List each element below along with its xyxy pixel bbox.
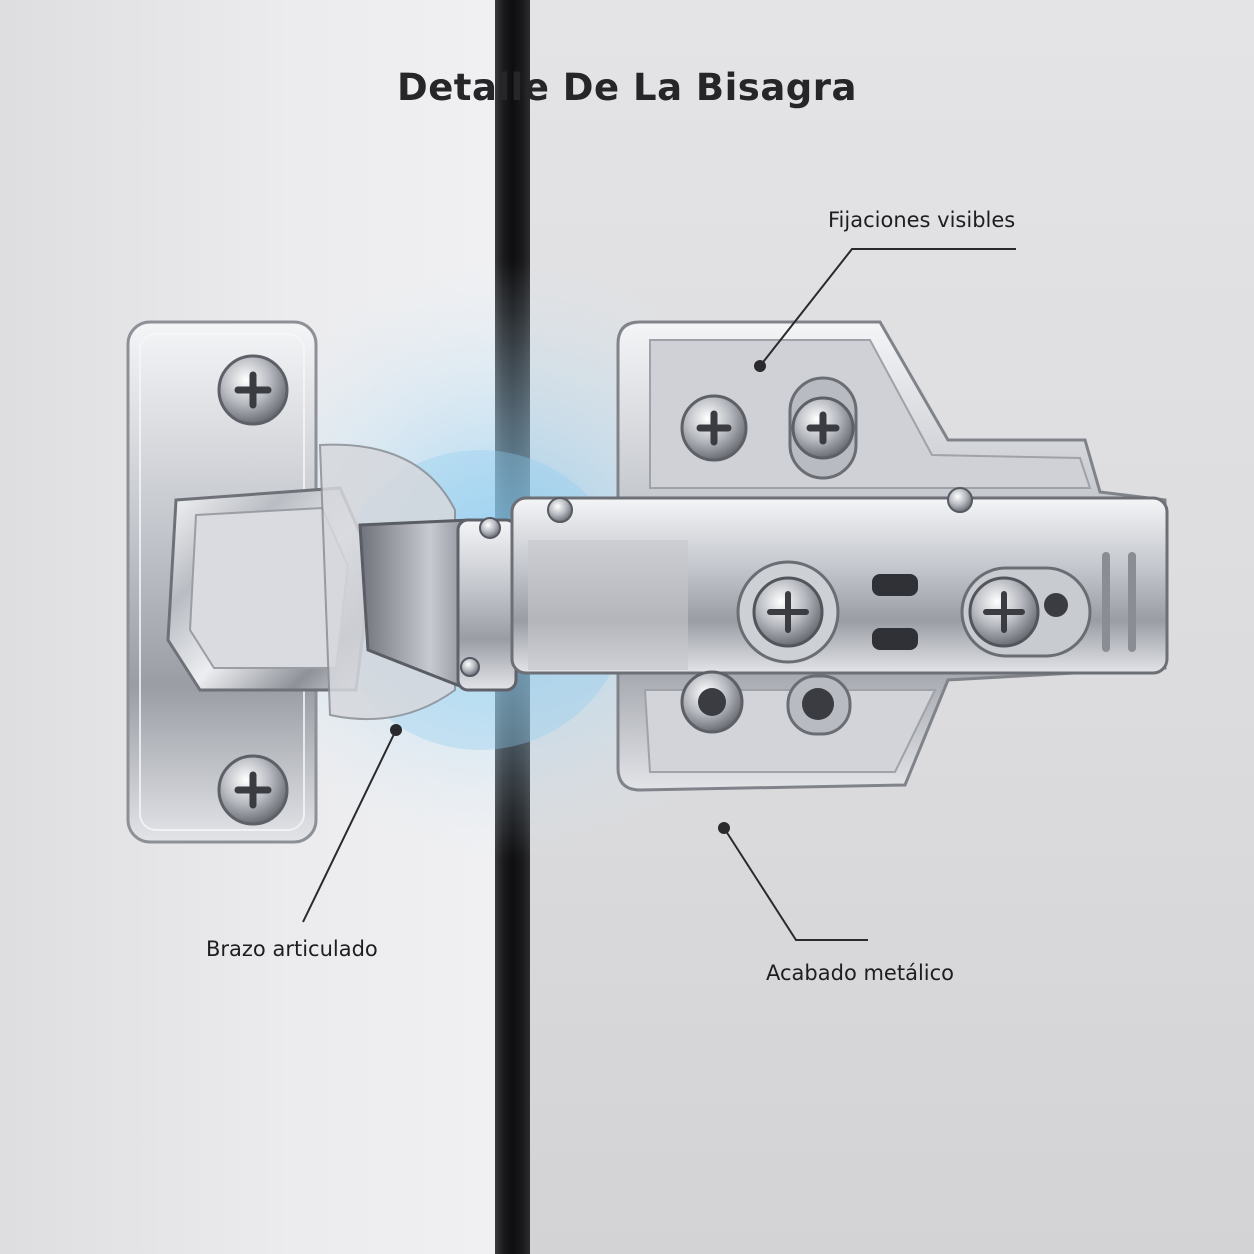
cam-adjust-screw	[736, 560, 840, 664]
arm-base	[166, 486, 374, 692]
callout-line-fixings	[754, 248, 1016, 372]
screw-back-3	[680, 670, 744, 734]
screw-plate-bottom	[217, 754, 289, 826]
callout-line-arm	[302, 724, 402, 923]
screw-back-2	[788, 376, 858, 480]
callout-line-finish	[718, 822, 868, 941]
page-title: Detalle De La Bisagra	[397, 66, 857, 109]
depth-adjust-screw	[960, 566, 1092, 658]
callout-finish-label: Acabado metálico	[766, 961, 955, 985]
screw-back-4	[786, 674, 852, 736]
articulated-arm	[318, 443, 518, 721]
screw-plate-top	[217, 354, 289, 426]
screw-back-1	[680, 394, 748, 462]
callout-fixings-label: Fijaciones visibles	[828, 208, 1016, 232]
callout-arm-label: Brazo articulado	[206, 937, 378, 961]
